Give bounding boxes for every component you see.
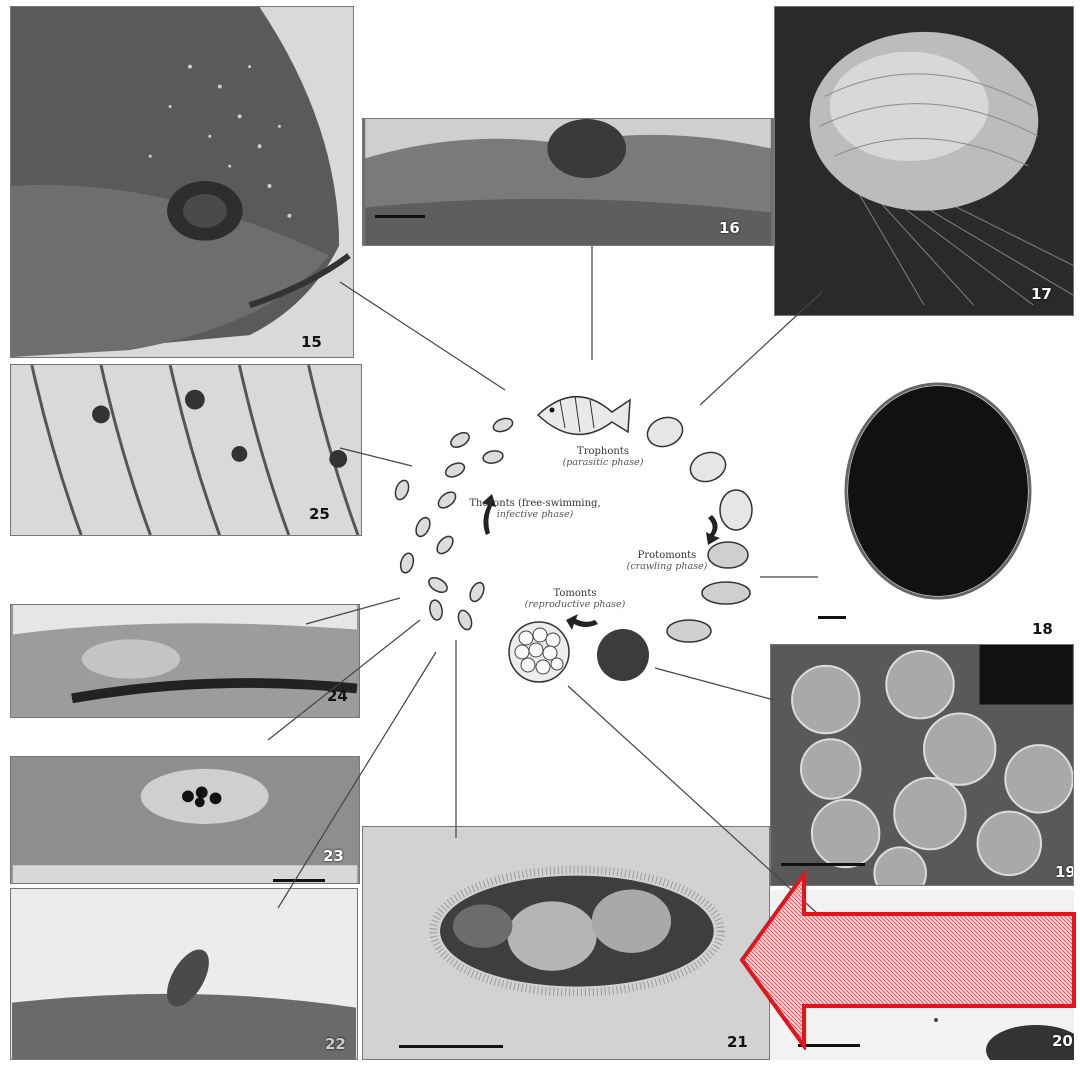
label-protomonts: Protomonts (crawling phase) — [612, 550, 722, 572]
protomonts-phase: (crawling phase) — [612, 561, 722, 572]
tomonts-phase: (reproductive phase) — [500, 599, 650, 610]
label-trophonts: Trophonts (parasitic phase) — [548, 446, 658, 468]
theront-cells — [393, 416, 515, 632]
trophont-cells — [643, 413, 752, 642]
theronts-phase: infective phase) — [460, 509, 610, 520]
trophonts-name: Trophonts — [577, 446, 629, 457]
label-tomonts: Tomonts (reproductive phase) — [500, 588, 650, 610]
tomonts-name: Tomonts — [553, 588, 596, 599]
red-left-arrow-icon — [738, 870, 1078, 1050]
tomont-cell-dark — [597, 629, 649, 681]
theronts-name: Theronts (free-swimming, — [469, 498, 600, 509]
dividing-tomont-cell — [509, 622, 569, 682]
protomonts-name: Protomonts — [638, 550, 697, 561]
label-theronts: Theronts (free-swimming, infective phase… — [460, 498, 610, 520]
trophonts-phase: (parasitic phase) — [548, 457, 658, 468]
fish-icon — [538, 396, 630, 434]
